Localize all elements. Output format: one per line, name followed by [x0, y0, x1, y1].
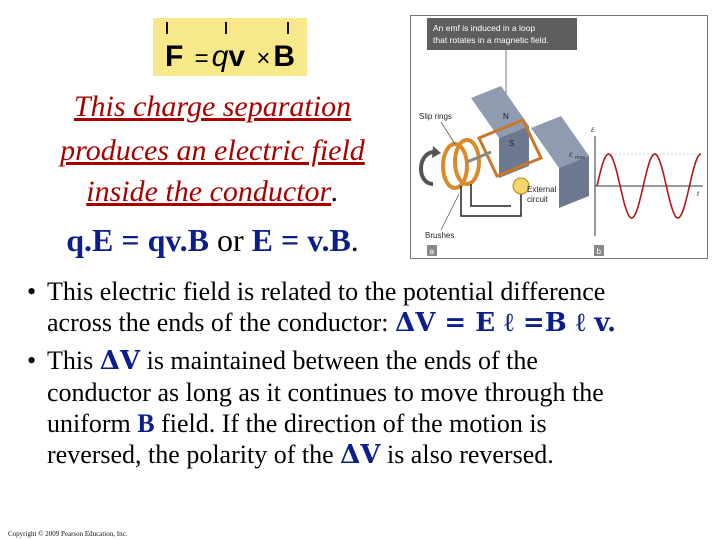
panel-b-label: b: [597, 247, 602, 256]
bullet-dot: •: [27, 277, 37, 306]
formula-equals: =: [194, 45, 209, 72]
formula-cross: ×: [256, 45, 271, 72]
label-slip-rings: Slip rings: [419, 112, 452, 121]
label-s: S: [509, 139, 514, 148]
bullet-2-text: This ΔV is maintained between the ends o…: [47, 345, 707, 471]
formula-text: F =qv ×B: [153, 40, 307, 76]
bullet-item-2: • This ΔV is maintained between the ends…: [27, 345, 707, 471]
slip-ring: [453, 138, 481, 186]
bullet-2-line-3: uniform B field. If the direction of the…: [47, 408, 707, 439]
caption-line-1: An emf is induced in a loop: [433, 23, 535, 33]
vector-arrow-icon: [166, 22, 168, 34]
slip-rings-pointer: [440, 121, 456, 145]
statement-line-3: inside the conductor.: [0, 175, 425, 209]
equation-force-balance: q.E = qv.B: [66, 222, 209, 258]
external-wire: [470, 184, 511, 207]
graph-t-label: t: [697, 189, 700, 198]
bullet-1-line-1: This electric field is related to the po…: [47, 277, 606, 306]
rotation-arrowhead-icon: [432, 146, 441, 158]
bullet-1-text: This electric field is related to the po…: [47, 276, 707, 339]
magnet-south: [531, 116, 589, 168]
graph-emf-max-sub: max: [575, 155, 586, 161]
formula-force: F: [164, 40, 184, 73]
formula-charge: q: [211, 40, 229, 73]
generator-illustration: An emf is induced in a loop that rotates…: [419, 18, 703, 256]
copyright-notice: Copyright © 2009 Pearson Education, Inc.: [8, 530, 128, 538]
delta-v-symbol: ΔV: [340, 440, 381, 470]
panel-a-label: a: [430, 247, 435, 256]
force-formula: F =qv ×B: [153, 18, 307, 76]
panel-a-badge: [427, 245, 437, 256]
caption-box: [427, 18, 577, 50]
delta-v-symbol: ΔV: [99, 346, 141, 376]
bullet-2-line-3-b: field. If the direction of the motion is: [154, 409, 547, 438]
magnet-south-side: [559, 156, 589, 208]
axle: [466, 150, 492, 164]
formula-field: B: [273, 40, 296, 73]
label-external-1: External: [527, 185, 557, 194]
equation-field: E = v.B: [251, 222, 351, 258]
bullet-2-line-1-b: is maintained between the ends of the: [140, 346, 538, 375]
label-brushes: Brushes: [425, 231, 454, 240]
equation-or: or: [208, 222, 252, 258]
graph-emf-label: ε: [591, 124, 595, 134]
statement-period: .: [331, 175, 339, 208]
bullet-dot: •: [27, 346, 37, 375]
caption-line-2: that rotates in a magnetic field.: [433, 35, 549, 45]
graph-emf-max-label: ε: [569, 149, 573, 159]
rotating-loop: [476, 118, 544, 178]
equation-line: q.E = qv.B or E = v.B.: [0, 222, 425, 258]
equation-period: .: [350, 222, 359, 258]
bullet-2-line-4: reversed, the polarity of the ΔV is also…: [47, 439, 707, 471]
bullet-2-line-1: This ΔV is maintained between the ends o…: [47, 345, 707, 377]
b-field-symbol: B: [137, 409, 155, 438]
bullet-1-line-2: across the ends of the conductor: ΔV = E…: [47, 307, 707, 339]
statement-line-2: produces an electric field: [60, 134, 365, 167]
bullet-1-line-2-text: across the ends of the conductor:: [47, 308, 396, 337]
label-n: N: [503, 112, 509, 121]
emf-sine-wave: [596, 153, 702, 219]
bullet-2-line-2: conductor as long as it continues to mov…: [47, 378, 604, 407]
statement-line-1: This charge separation: [73, 90, 352, 123]
bullet-2-line-4-b: is also reversed.: [380, 440, 554, 469]
rotation-arrow-icon: [419, 150, 434, 186]
generator-figure: An emf is induced in a loop that rotates…: [410, 15, 708, 259]
vector-arrow-icon: [225, 22, 227, 34]
vector-arrow-icon: [287, 22, 289, 34]
brushes-pointer: [440, 193, 460, 231]
external-wire: [460, 186, 522, 217]
delta-v-expression: ΔV = E ℓ =B ℓ v.: [395, 308, 617, 338]
bullet-2-line-4-a: reversed, the polarity of the: [47, 440, 341, 469]
bullet-2-line-3-a: uniform: [47, 409, 138, 438]
bulb-icon: [512, 177, 530, 195]
panel-b-badge: [594, 245, 604, 256]
statement-line-3-text: inside the conductor: [86, 175, 332, 208]
label-external-2: circuit: [527, 195, 549, 204]
bullet-2-line-1-a: This: [47, 346, 100, 375]
bullet-item-1: • This electric field is related to the …: [27, 276, 707, 339]
formula-velocity: v: [228, 40, 246, 73]
